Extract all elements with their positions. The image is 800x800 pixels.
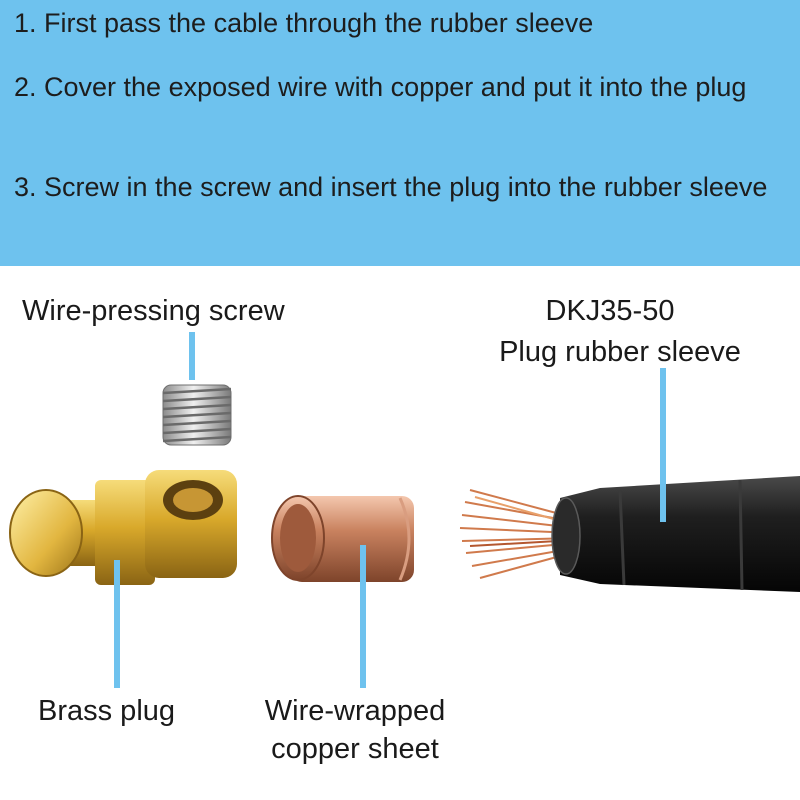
brass-plug (9, 470, 237, 585)
rubber-sleeve (551, 476, 800, 592)
copper-sheet (271, 495, 414, 582)
label-copper-sheet: Wire-wrapped copper sheet (264, 695, 446, 765)
instruction-banner: 1. First pass the cable through the rubb… (0, 0, 800, 266)
pointer-lines (114, 332, 666, 688)
label-wire-pressing-screw: Wire-pressing screw (22, 295, 285, 327)
instruction-step-3: 3. Screw in the screw and insert the plu… (14, 172, 768, 202)
instruction-step-1: 1. First pass the cable through the rubb… (14, 8, 594, 38)
wire-pressing-screw (162, 384, 232, 446)
instruction-step-2: 2. Cover the exposed wire with copper an… (14, 72, 747, 102)
label-brass-plug: Brass plug (38, 695, 176, 727)
label-model-number: DKJ35-50 (545, 295, 675, 327)
label-plug-rubber-sleeve: Plug rubber sleeve (499, 336, 741, 368)
